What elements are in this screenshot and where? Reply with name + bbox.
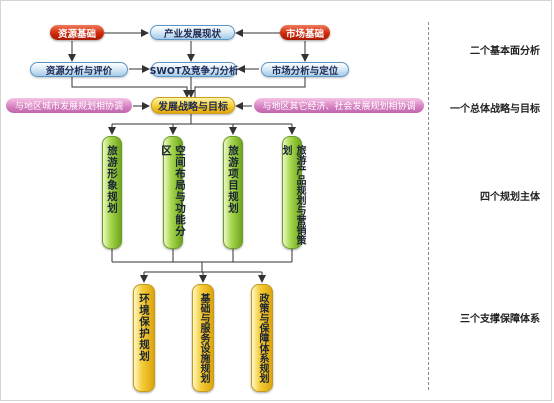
- support-system-2-label: 基础与服务设施规划: [198, 293, 209, 383]
- side-label-overall-strategy: 一个总体战略与目标: [450, 104, 540, 115]
- main-body-4: 旅游产品规划与营销策划: [280, 136, 305, 249]
- arrow-left-branch-to-strategy: [71, 77, 191, 98]
- side-label-three-systems: 三个支撑保障体系: [460, 314, 540, 325]
- side-label-basic-analysis: 二个基本面分析: [470, 46, 540, 57]
- market-analysis-node: 市场分析与定位: [261, 62, 349, 77]
- main-body-2-label: 空间布局与功能分区: [160, 145, 186, 237]
- swot-node: SWOT及竞争力分析: [149, 62, 239, 77]
- side-label-four-bodies: 四个规划主体: [480, 192, 540, 203]
- resource-base-label: 资源基础: [57, 28, 96, 40]
- main-body-4-label: 旅游产品规划与营销策划: [280, 145, 305, 245]
- swot-label: SWOT及竞争力分析: [149, 65, 239, 77]
- market-base-label: 市场基础: [285, 28, 324, 40]
- right-coordination-node: 与地区其它经济、社会发展规划相协调: [254, 98, 424, 113]
- industry-status-node: 产业发展现状: [150, 25, 235, 40]
- support-system-3-label: 政策与保障体系规划: [257, 293, 268, 383]
- strategy-label: 发展战略与目标: [158, 102, 228, 113]
- right-coordination-label: 与地区其它经济、社会发展规划相协调: [262, 102, 416, 112]
- resource-analysis-label: 资源分析与评价: [45, 65, 113, 77]
- resource-base-node: 资源基础: [50, 25, 104, 40]
- main-body-3: 旅游项目规划: [223, 136, 243, 249]
- resource-analysis-node: 资源分析与评价: [30, 62, 128, 77]
- left-coordination-node: 与地区城市发展规划相协调: [6, 98, 132, 113]
- main-body-3-label: 旅游项目规划: [227, 145, 239, 214]
- support-system-2: 基础与服务设施规划: [192, 284, 214, 392]
- market-analysis-label: 市场分析与定位: [271, 65, 339, 77]
- support-system-3: 政策与保障体系规划: [251, 284, 273, 392]
- dashed-divider: [428, 22, 429, 390]
- main-body-1: 旅游形象规划: [102, 136, 122, 249]
- support-system-1: 环境保护规划: [133, 284, 155, 392]
- main-body-2: 空间布局与功能分区: [160, 136, 186, 249]
- support-system-1-label: 环境保护规划: [138, 293, 150, 362]
- main-body-1-label: 旅游形象规划: [106, 145, 118, 214]
- arrow-right-branch-to-strategy: [194, 77, 306, 97]
- left-coordination-label: 与地区城市发展规划相协调: [14, 102, 123, 112]
- market-base-node: 市场基础: [280, 25, 330, 40]
- strategy-node: 发展战略与目标: [151, 97, 235, 114]
- industry-status-label: 产业发展现状: [163, 28, 221, 40]
